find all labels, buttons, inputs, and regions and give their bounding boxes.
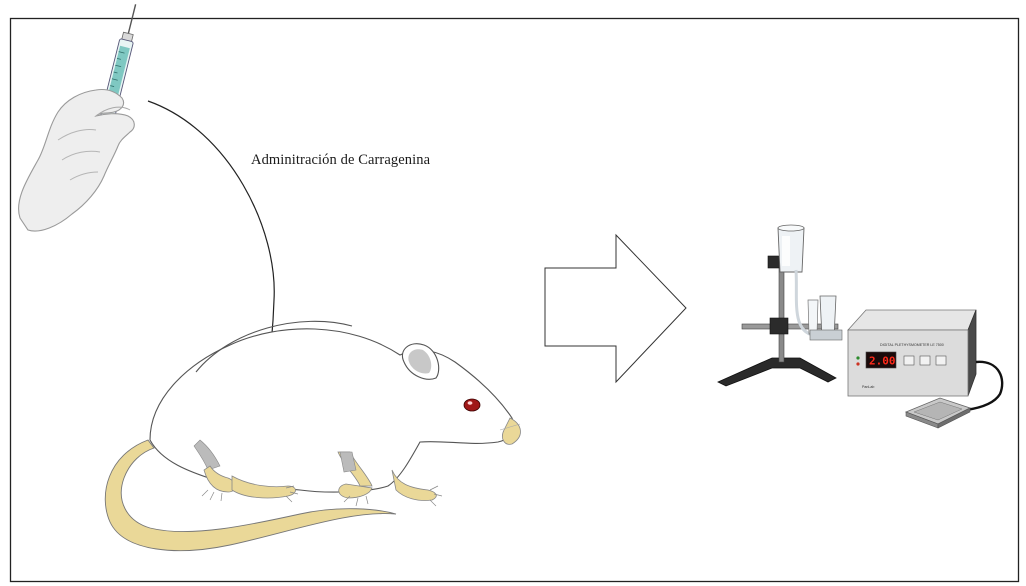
device-panel-label: DIGITAL PLETHYSMOMETER LE 7500: [880, 343, 944, 347]
device-button-2[interactable]: [920, 356, 930, 365]
device-display-value: 2.00: [869, 355, 896, 368]
device-button-1[interactable]: [904, 356, 914, 365]
rat-illustration: [105, 321, 520, 550]
gloved-hand-with-syringe-icon: [19, 2, 147, 231]
rat-eye: [464, 399, 480, 411]
caption-carrageenan-administration: Adminitración de Carragenina: [251, 152, 430, 169]
plethysmometer-device: DIGITAL PLETHYSMOMETER LE 7500 2.00 PanL…: [718, 225, 1002, 428]
diagram-border: [11, 19, 1019, 582]
foot-pedal-icon: [906, 398, 970, 428]
device-brand: PanLab: [862, 385, 874, 389]
process-arrow-icon: [545, 235, 686, 382]
control-box: DIGITAL PLETHYSMOMETER LE 7500 2.00 PanL…: [848, 310, 976, 396]
device-button-3[interactable]: [936, 356, 946, 365]
